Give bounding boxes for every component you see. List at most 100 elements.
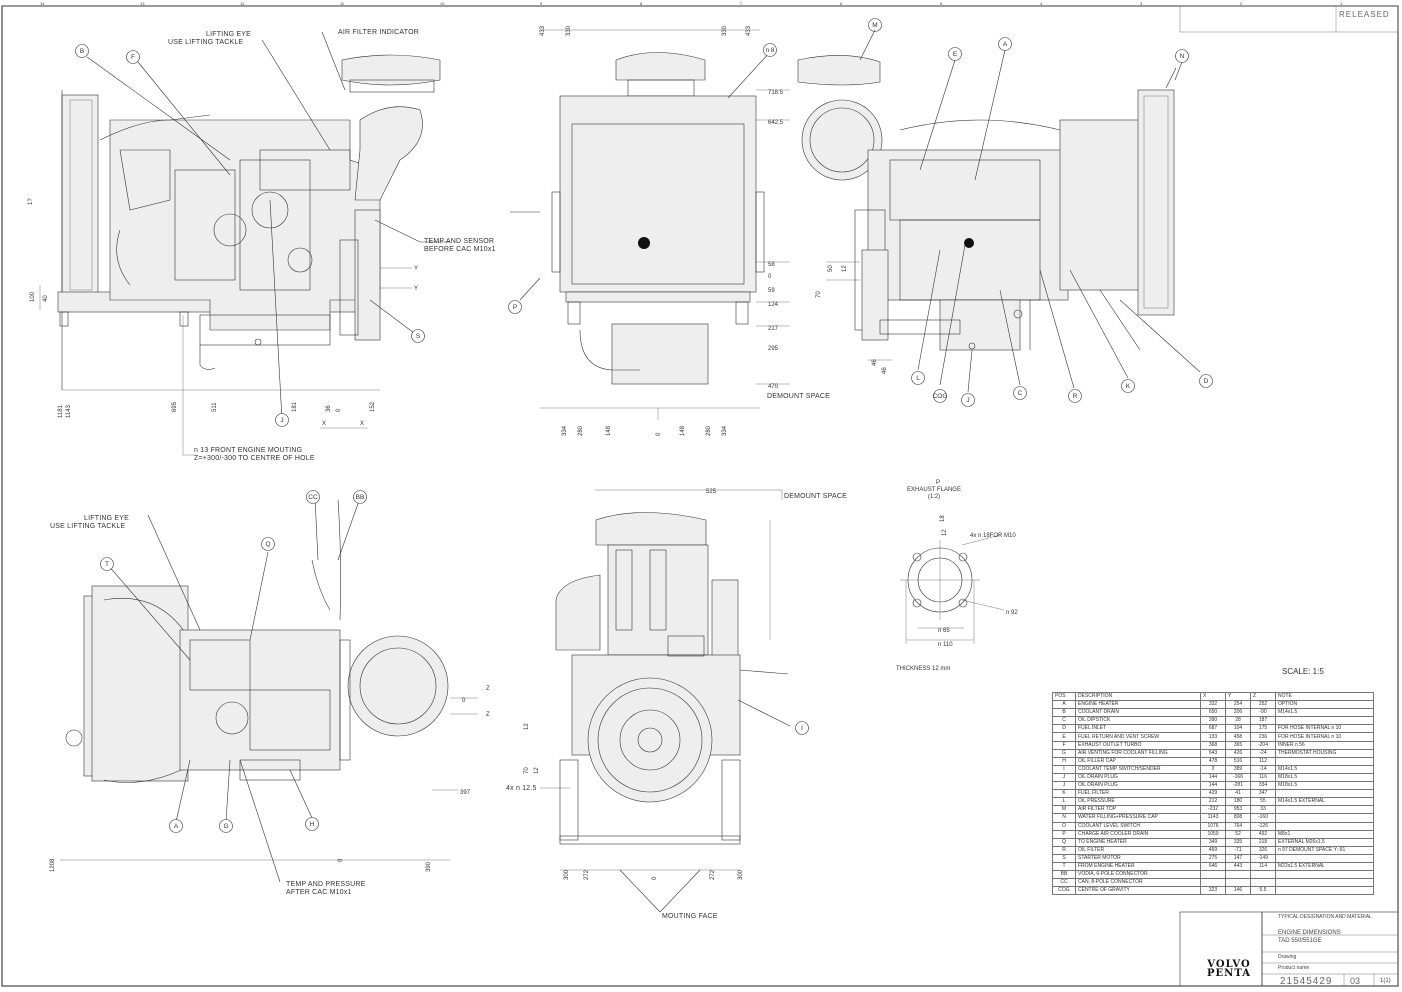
balloon-label: P <box>513 304 517 311</box>
dimension-label: 1? <box>28 198 34 205</box>
table-cell <box>1200 878 1226 888</box>
table-cell: OIL DRAIN PLUG <box>1075 781 1201 791</box>
table-cell: 516 <box>1225 756 1251 766</box>
table-cell: I <box>1052 764 1076 774</box>
balloon-label: M <box>872 22 877 29</box>
table-cell <box>1200 870 1226 880</box>
table-cell: CC <box>1052 878 1076 888</box>
balloon-label: J <box>280 417 283 424</box>
dimension-label: 0 <box>656 432 662 436</box>
drawing-type: Product name <box>1278 965 1310 971</box>
volvo-penta-logo: VOLVO PENTA <box>1197 960 1261 979</box>
dimension-label: 40 <box>43 295 49 302</box>
table-cell: WATER FILLING+PRESSURE CAP <box>1075 813 1201 823</box>
dimension-label: 46 <box>872 359 878 366</box>
table-cell: 808 <box>1225 813 1251 823</box>
table-cell: M8x1 <box>1275 829 1374 839</box>
dimension-label: n 92 <box>1006 610 1018 616</box>
table-cell <box>1275 821 1374 831</box>
dimension-label: 12 <box>534 767 540 774</box>
balloon-c <box>1013 386 1027 400</box>
table-cell: M14x1.5 <box>1275 764 1374 774</box>
table-cell: 144 <box>1200 772 1226 783</box>
balloon-b <box>75 44 89 58</box>
axis-x2-label: X <box>360 421 364 427</box>
front-mount-spec: Z=+300/-300 TO CENTRE OF HOLE <box>194 455 315 462</box>
table-cell: 144 <box>1200 781 1226 791</box>
table-cell: 252 <box>1250 700 1276 710</box>
table-cell: J <box>1052 772 1076 783</box>
dimension-label: 181 <box>292 401 298 412</box>
grid-col-8: 8 <box>640 1 643 6</box>
table-cell: 133 <box>1200 732 1226 742</box>
balloon-label: K <box>1126 383 1131 390</box>
table-cell: M14x1.5 EXTERNAL <box>1275 797 1374 807</box>
table-cell: 28 <box>1225 716 1251 726</box>
balloon-label: BB <box>356 494 365 501</box>
issue-number: 03 <box>1350 976 1361 986</box>
parts-table-header: POS DESCRIPTION X Y Z NOTE <box>1052 691 1374 702</box>
dimension-label: 1208 <box>50 858 56 872</box>
balloon-a <box>998 37 1012 51</box>
grid-col-3: 3 <box>1140 1 1143 6</box>
axis-y2-label: Y <box>414 286 418 292</box>
table-cell: R <box>1052 845 1076 855</box>
table-cell: BB <box>1052 870 1076 880</box>
table-cell: 114 <box>1250 861 1276 872</box>
table-cell: 236 <box>1250 732 1276 742</box>
table-cell: FOR HOSE INTERNAL n 10 <box>1275 724 1374 734</box>
table-cell: FROM ENGINE HEATER <box>1075 861 1201 872</box>
table-cell: OIL DIPSTICK <box>1075 716 1201 726</box>
grid-col-2: 2 <box>1240 1 1243 6</box>
table-cell: B <box>1052 708 1076 718</box>
balloon-label: D <box>1204 378 1209 385</box>
col-note: NOTE <box>1275 691 1374 702</box>
table-cell: G <box>1052 748 1076 758</box>
table-cell: 180 <box>1225 797 1251 807</box>
dimension-label: 390 <box>426 861 432 872</box>
table-cell: 492 <box>1250 829 1276 839</box>
table-cell: OPTION <box>1275 700 1374 710</box>
grid-col-14: 14 <box>40 1 45 6</box>
table-cell: 218 <box>1250 837 1276 847</box>
table-cell: 389 <box>1225 764 1251 774</box>
axis-x-label: X <box>322 421 326 427</box>
dimension-label: 433 <box>540 25 546 36</box>
balloon-label: L <box>916 375 920 382</box>
dimension-label: 58 <box>768 262 775 268</box>
exhaust-p-label: P <box>936 480 940 486</box>
table-cell: EXTERNAL M26x1.5 <box>1275 837 1374 847</box>
table-cell: 646 <box>1200 861 1226 872</box>
table-cell: OIL FILLER CAP <box>1075 756 1201 766</box>
balloon-label: n 8 <box>765 47 774 54</box>
balloon-j <box>961 393 975 407</box>
dimension-label: 334 <box>562 425 568 436</box>
table-cell: 33 <box>1250 805 1276 815</box>
dimension-label: 0 <box>652 876 658 880</box>
table-cell: 323 <box>1200 886 1226 896</box>
col-x: X <box>1200 691 1226 702</box>
table-cell: FUEL RETURN AND VENT SCREW <box>1075 732 1201 742</box>
table-cell: AIR FILTER TOP <box>1075 805 1201 815</box>
balloon-label: H <box>310 821 315 828</box>
balloon-t <box>100 557 114 571</box>
grid-col-7: 7 <box>740 1 743 6</box>
table-cell: -149 <box>1250 853 1276 863</box>
table-cell: COOLANT LEVEL SWITCH <box>1075 821 1201 831</box>
project-line: TYPICAL DESIGNATION AND MATERIAL <box>1278 914 1372 920</box>
